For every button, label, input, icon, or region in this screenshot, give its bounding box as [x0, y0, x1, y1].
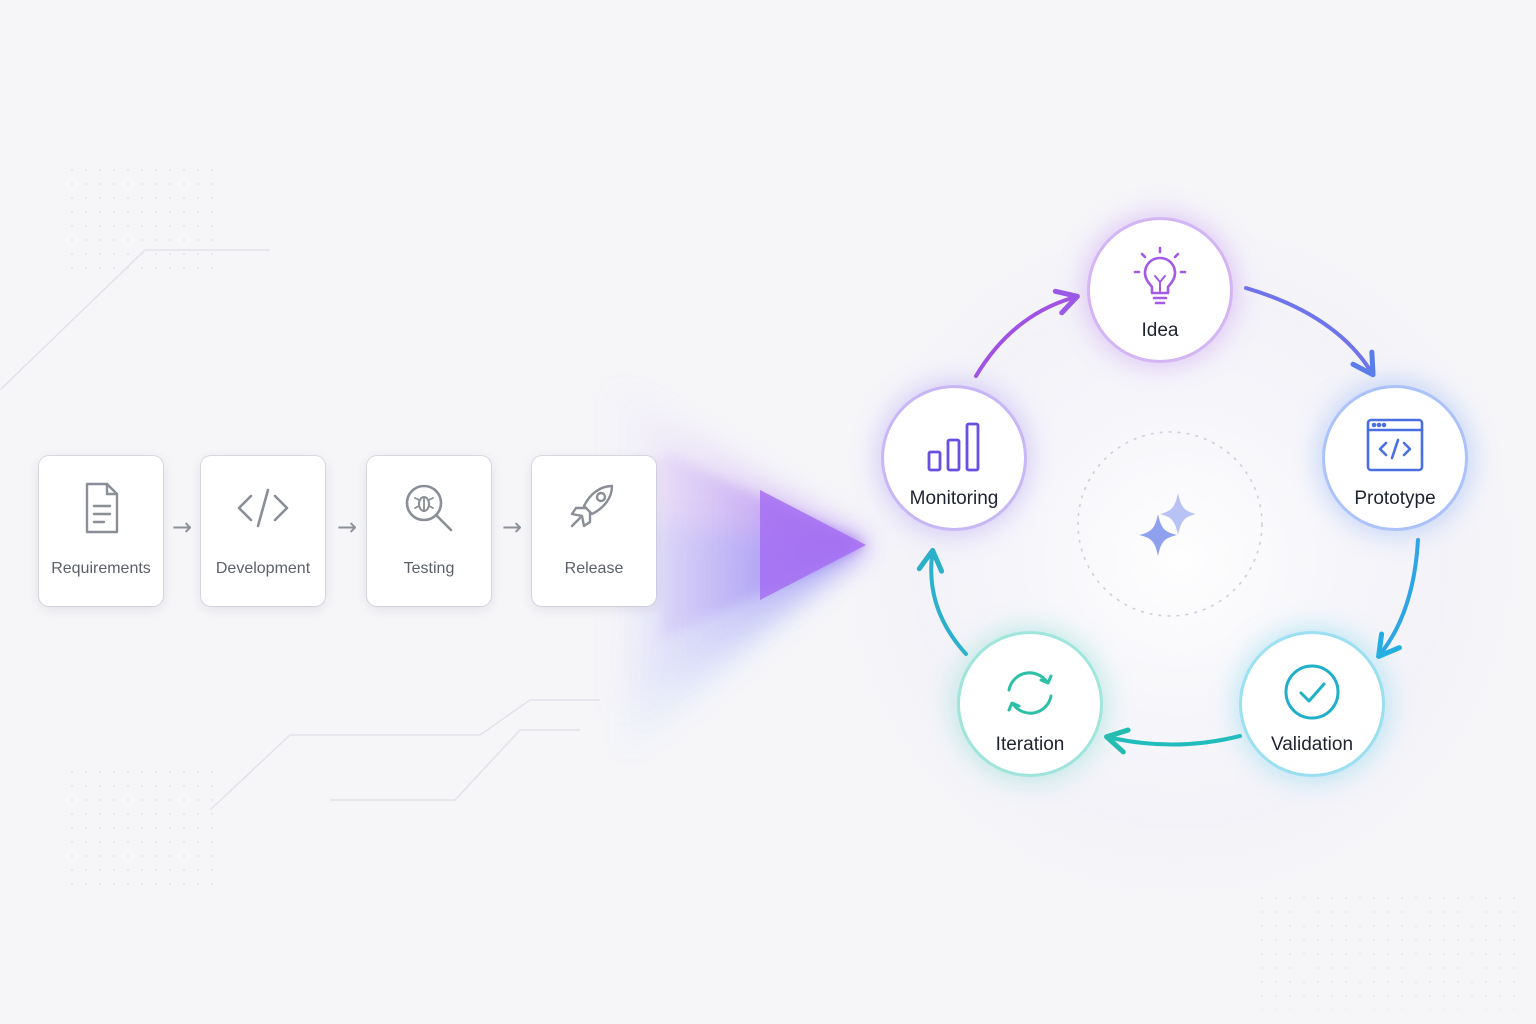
cycle-node-iteration: Iteration — [960, 634, 1100, 774]
cycle-node-prototype: Prototype — [1325, 388, 1465, 528]
cycle-center-ring — [1077, 431, 1263, 617]
node-label: Validation — [1270, 734, 1354, 755]
arrow-validation-to-iteration — [1104, 727, 1242, 755]
node-label: Iteration — [995, 734, 1065, 755]
step-label: Development — [215, 560, 311, 577]
step-label: Release — [564, 560, 624, 577]
cycle-node-monitoring: Monitoring — [884, 388, 1024, 528]
dot-pattern-bottom-right — [1260, 890, 1520, 1010]
node-label: Idea — [1141, 320, 1179, 341]
transition-beam — [610, 380, 870, 760]
lightbulb-icon — [1090, 244, 1230, 314]
step-label: Requirements — [51, 560, 151, 577]
sparkle-icon — [1139, 493, 1196, 556]
arrow-monitoring-to-idea — [974, 288, 1080, 378]
node-label: Monitoring — [909, 488, 999, 509]
node-label: Prototype — [1354, 488, 1436, 509]
arrow-idea-to-prototype — [1244, 286, 1376, 378]
dot-pattern-top-left — [60, 160, 220, 270]
circuit-lines — [0, 249, 600, 811]
bar-chart-icon — [884, 412, 1024, 482]
rocket-icon — [564, 478, 624, 538]
check-circle-icon — [1242, 658, 1382, 728]
step-card-development: Development — [201, 456, 325, 606]
document-icon — [71, 478, 131, 538]
arrow-iteration-to-monitoring — [916, 547, 968, 656]
cycle-node-idea: Idea — [1090, 220, 1230, 360]
step-arrow: → — [171, 513, 193, 541]
cycle-arrows — [916, 286, 1420, 755]
refresh-icon — [960, 658, 1100, 728]
bug-search-icon — [399, 478, 459, 538]
cycle-node-validation: Validation — [1242, 634, 1382, 774]
arrow-prototype-to-validation — [1376, 538, 1420, 659]
step-card-testing: Testing — [367, 456, 491, 606]
step-card-release: Release — [532, 456, 656, 606]
dot-pattern-bottom-left — [60, 760, 220, 890]
code-window-icon — [1325, 412, 1465, 482]
step-card-requirements: Requirements — [39, 456, 163, 606]
step-label: Testing — [403, 560, 455, 577]
step-arrow: → — [336, 513, 358, 541]
code-icon — [233, 478, 293, 538]
step-arrow: → — [501, 513, 523, 541]
